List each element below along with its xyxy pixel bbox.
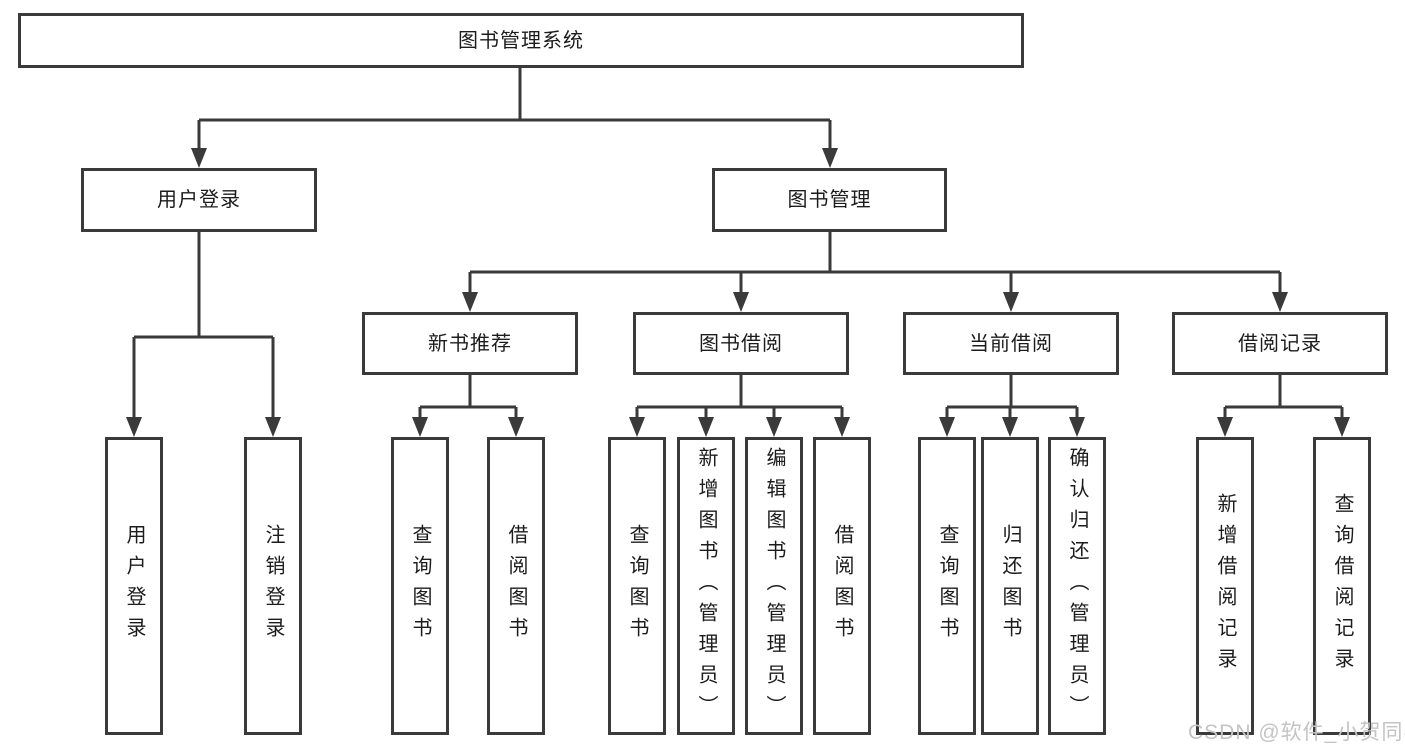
leaf-label: 新增图书（管理员）	[695, 446, 717, 726]
leaf-label: 查询借阅记录	[1331, 493, 1353, 679]
node-new-book-recommend: 新书推荐	[362, 312, 578, 375]
leaf-newbooks-query-books: 查询图书	[391, 437, 449, 735]
node-book-borrow: 图书借阅	[633, 312, 849, 375]
leaf-newbooks-borrow-books: 借阅图书	[487, 437, 545, 735]
leaf-label: 查询图书	[936, 524, 958, 648]
leaf-label: 编辑图书（管理员）	[763, 446, 785, 726]
leaf-borrow-edit-books-admin: 编辑图书（管理员）	[745, 437, 803, 735]
node-book-management: 图书管理	[712, 168, 947, 232]
leaf-label: 查询图书	[409, 524, 431, 648]
leaf-user-login: 用户登录	[105, 437, 163, 735]
arrowheads	[126, 148, 1350, 437]
leaf-records-query-record: 查询借阅记录	[1313, 437, 1371, 735]
node-current-borrow: 当前借阅	[903, 312, 1119, 375]
node-user-login: 用户登录	[81, 168, 317, 232]
leaf-label: 归还图书	[999, 524, 1021, 648]
leaf-borrow-query-books: 查询图书	[608, 437, 666, 735]
leaf-logout-label: 注销登录	[262, 524, 284, 648]
leaf-borrow-add-books-admin: 新增图书（管理员）	[677, 437, 735, 735]
leaf-logout: 注销登录	[244, 437, 302, 735]
node-root-system: 图书管理系统	[18, 13, 1024, 68]
node-borrow-records: 借阅记录	[1172, 312, 1388, 375]
leaf-label: 新增借阅记录	[1214, 493, 1236, 679]
leaf-user-login-label: 用户登录	[123, 524, 145, 648]
leaf-label: 查询图书	[626, 524, 648, 648]
leaf-records-add-record: 新增借阅记录	[1196, 437, 1254, 735]
leaf-label: 借阅图书	[505, 524, 527, 648]
leaf-label: 确认归还（管理员）	[1066, 446, 1088, 726]
csdn-watermark: CSDN @软件_小贺同学	[1188, 721, 1405, 744]
leaf-current-query-books: 查询图书	[918, 437, 976, 735]
leaf-label: 借阅图书	[831, 524, 853, 648]
leaf-borrow-borrow-books: 借阅图书	[813, 437, 871, 735]
leaf-current-return-books: 归还图书	[981, 437, 1039, 735]
leaf-current-confirm-return-admin: 确认归还（管理员）	[1048, 437, 1106, 735]
